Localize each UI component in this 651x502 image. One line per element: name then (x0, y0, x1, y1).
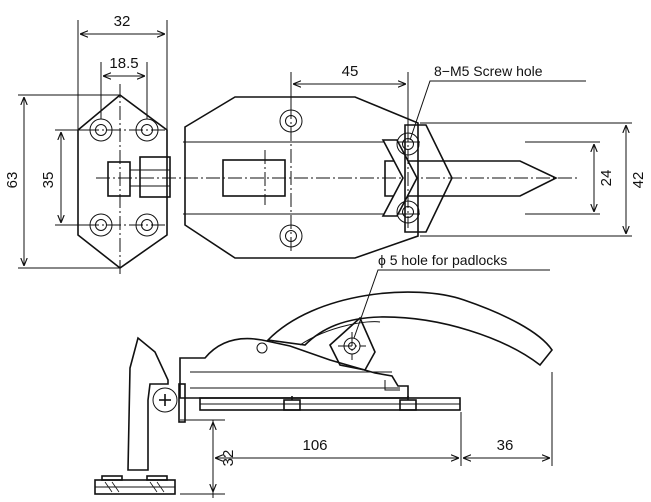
screw-hole-note: 8−M5 Screw hole (434, 63, 543, 79)
dim-label-base-height: 32 (220, 450, 237, 467)
plus-icon (152, 387, 178, 413)
dim-label-inner-height: 24 (598, 170, 615, 187)
screw-hole-icon (135, 213, 159, 237)
dimension-18-5: 18.5 (100, 55, 148, 119)
strike-plate (183, 96, 558, 259)
padlock-hole-note: ϕ 5 hole for padlocks (378, 252, 507, 268)
dimension-63: 63 (4, 94, 120, 269)
dim-label-hole-spacing-large: 45 (342, 63, 359, 80)
dim-label-handle-overhang: 36 (497, 437, 514, 454)
dimension-35: 35 (40, 129, 88, 226)
dimension-45: 45 (290, 63, 409, 132)
dim-label-top-width: 32 (114, 13, 131, 30)
dim-label-hole-spacing-small: 18.5 (109, 55, 138, 72)
dimension-106-36: 106 36 (212, 372, 553, 498)
dimension-32-top: 32 (77, 13, 168, 130)
dimension-32-side: 32 (180, 419, 237, 495)
side-view (94, 291, 553, 495)
screw-hole-leader: 8−M5 Screw hole (409, 63, 586, 141)
dim-label-hole-vertical-spacing: 35 (40, 172, 57, 189)
dim-label-base-length: 106 (302, 437, 327, 454)
dimension-24: 24 (525, 141, 615, 215)
screw-hole-icon (89, 213, 113, 237)
left-hex-plate (77, 84, 171, 275)
dim-label-strike-height: 42 (630, 172, 647, 189)
dimension-42: 42 (420, 122, 647, 237)
padlock-hole-leader: ϕ 5 hole for padlocks (353, 252, 550, 339)
dim-label-overall-height: 63 (4, 172, 21, 189)
